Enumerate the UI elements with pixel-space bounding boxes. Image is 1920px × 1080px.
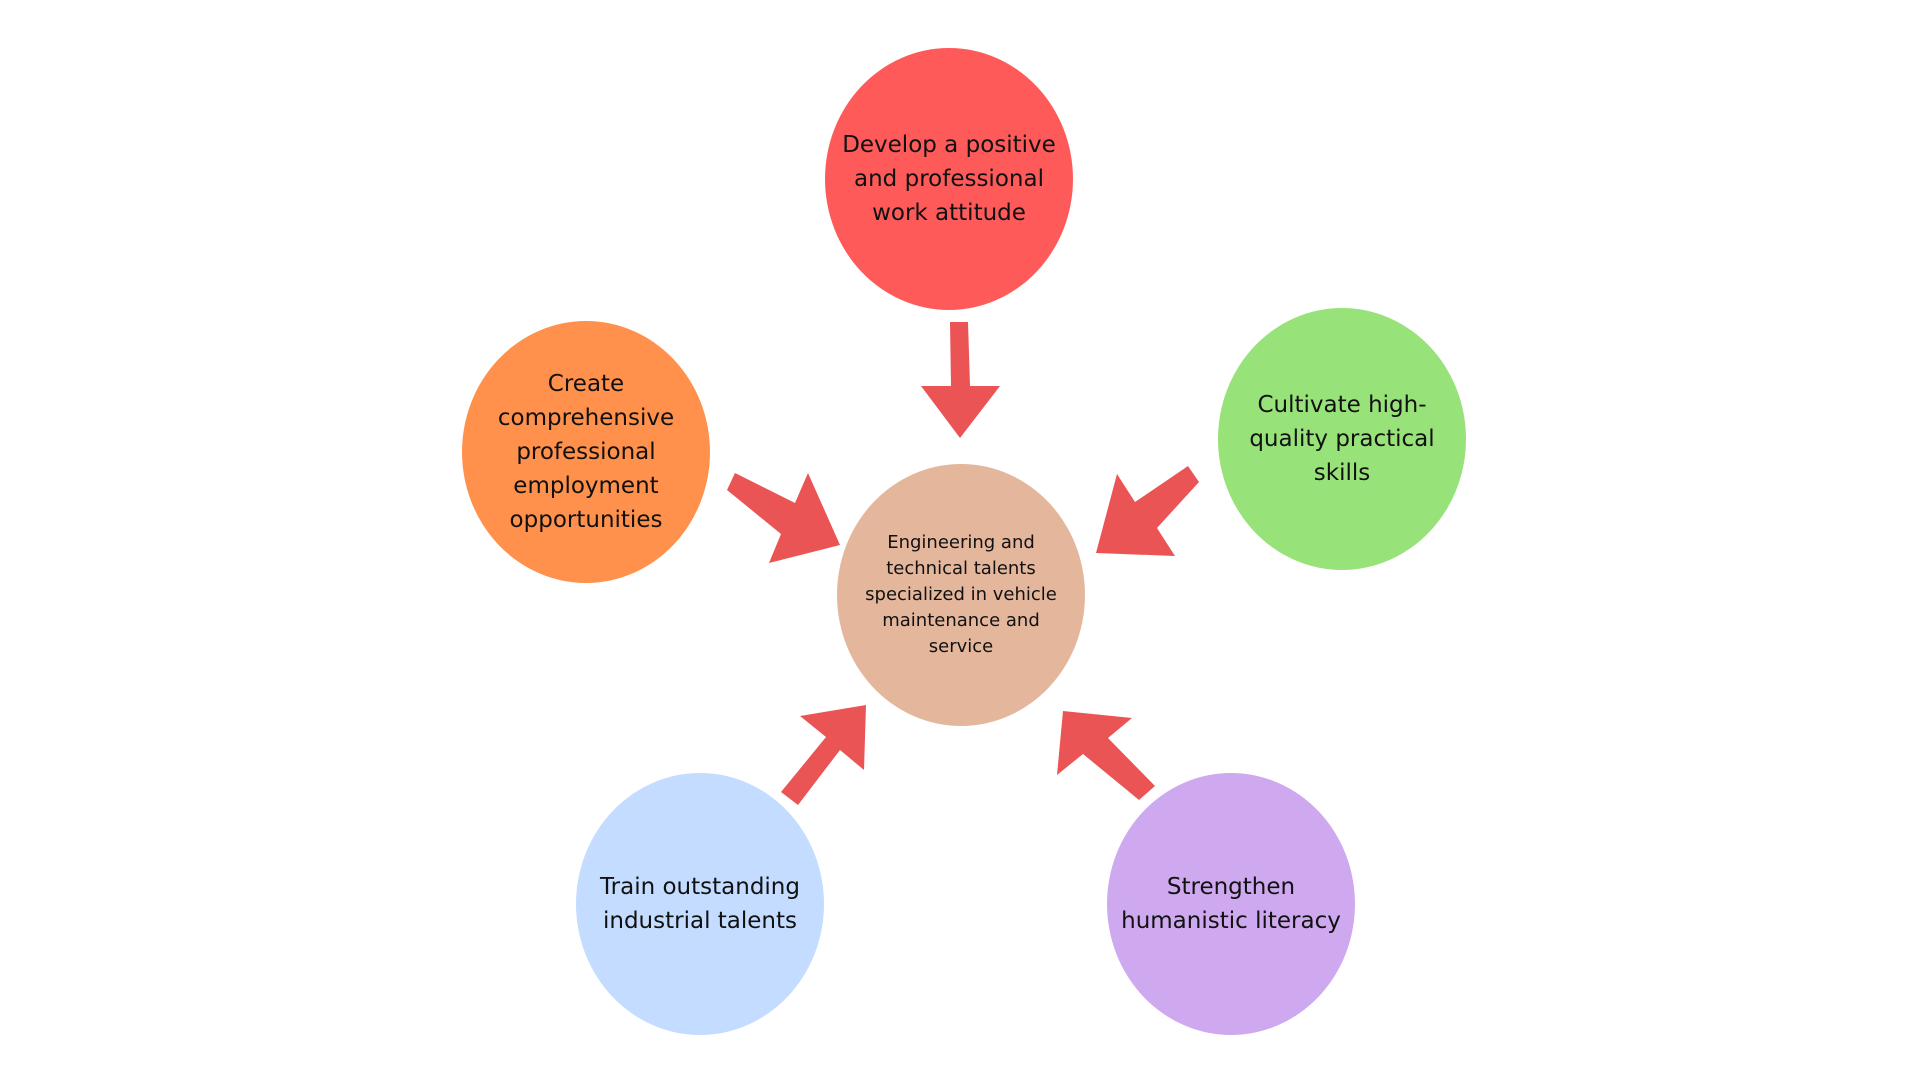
arrow-bottom-right bbox=[1057, 711, 1155, 800]
arrow-top bbox=[921, 322, 1000, 438]
node-humanistic-literacy: Strengthen humanistic literacy bbox=[1107, 773, 1355, 1035]
node-industrial-talents: Train outstanding industrial talents bbox=[576, 773, 824, 1035]
node-work-attitude: Develop a positive and professional work… bbox=[825, 48, 1073, 310]
node-practical-skills: Cultivate high-quality practical skills bbox=[1218, 308, 1466, 570]
arrow-left bbox=[727, 473, 840, 563]
center-node-label: Engineering and technical talents specia… bbox=[865, 532, 1057, 657]
node-industrial-talents-label: Train outstanding industrial talents bbox=[599, 874, 800, 934]
center-node: Engineering and technical talents specia… bbox=[837, 464, 1085, 726]
arrow-right bbox=[1096, 466, 1199, 556]
node-employment-opportunities: Create comprehensive professional employ… bbox=[462, 321, 710, 583]
node-humanistic-literacy-label: Strengthen humanistic literacy bbox=[1121, 874, 1341, 934]
node-employment-opportunities-label: Create comprehensive professional employ… bbox=[497, 371, 675, 533]
node-practical-skills-label: Cultivate high-quality practical skills bbox=[1249, 392, 1435, 486]
arrow-bottom-left bbox=[781, 705, 866, 805]
node-work-attitude-label: Develop a positive and professional work… bbox=[842, 132, 1056, 226]
